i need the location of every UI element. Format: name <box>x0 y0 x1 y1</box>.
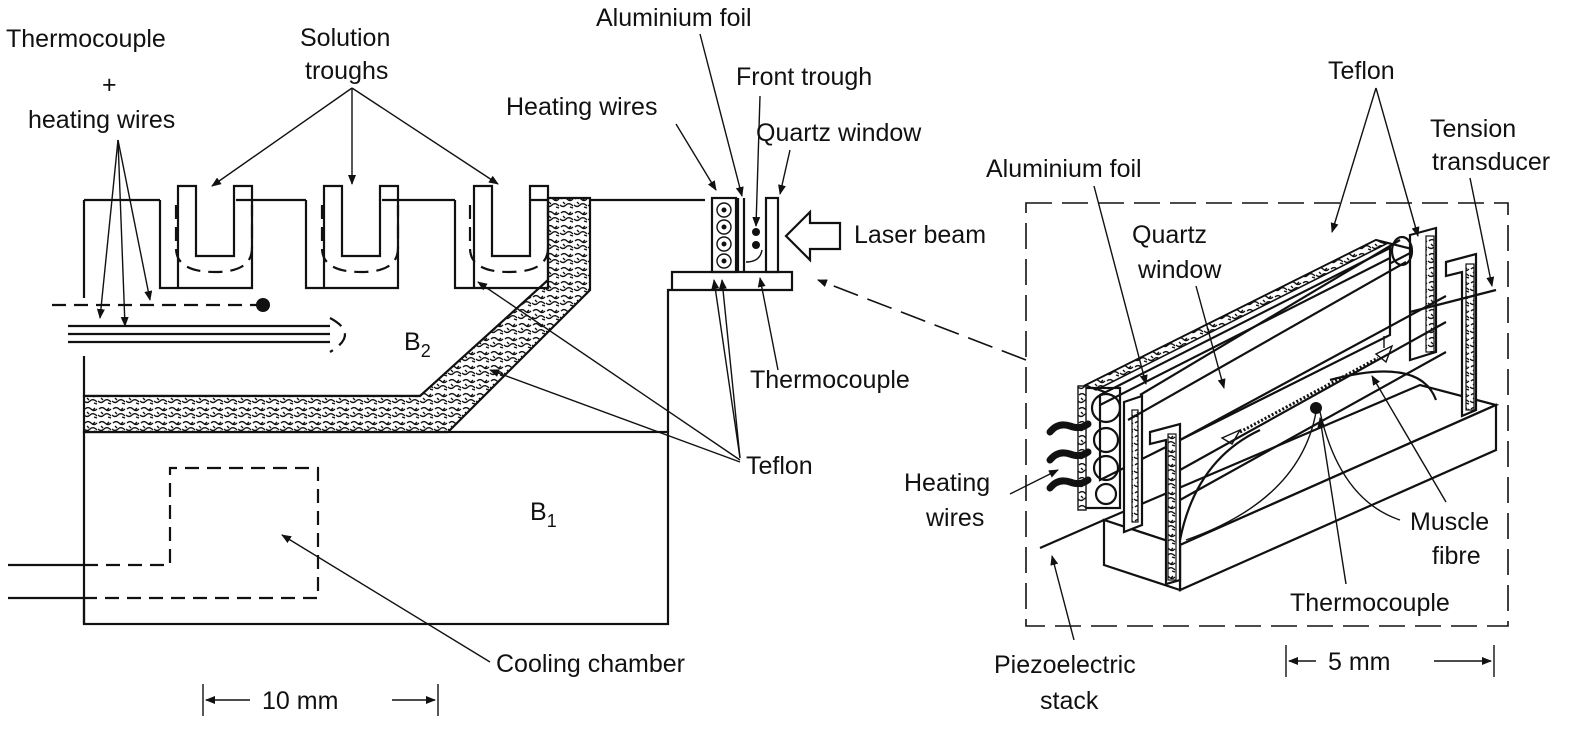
muscle-fibre-dot <box>752 228 760 236</box>
label-thermocouple-heating-3: heating wires <box>28 106 175 134</box>
label-b1: B1 <box>530 498 557 531</box>
detail-inset-frame <box>1025 202 1509 627</box>
detail-inset <box>1025 202 1509 627</box>
aluminium-foil-layer <box>736 198 746 272</box>
thermocouple-heating-wires <box>52 298 347 353</box>
muscle-fibre-dot-2 <box>752 241 760 249</box>
right-labels: Teflon Tension transducer Aluminium foil… <box>904 57 1550 715</box>
detail-callout-line <box>817 279 1027 361</box>
cooling-chamber <box>84 466 320 600</box>
block-b2-bottom-edge <box>82 356 420 398</box>
label-scale-left: 10 mm <box>262 687 338 715</box>
label-quartz-window-top: Quartz window <box>756 119 922 147</box>
solution-trough-2 <box>304 184 400 290</box>
label-thermocouple-heating-1: Thermocouple <box>6 25 166 53</box>
label-heating-wires-right-1: Heating <box>904 469 990 497</box>
label-thermocouple-heating-2: + <box>102 71 117 99</box>
label-tension-transducer-1: Tension <box>1430 115 1516 143</box>
front-trough-assembly <box>710 196 780 274</box>
label-muscle-fibre-2: fibre <box>1432 542 1481 570</box>
left-labels: Thermocouple + heating wires Solution tr… <box>6 4 986 678</box>
thermocouple-wire <box>745 249 763 263</box>
label-cooling-chamber: Cooling chamber <box>496 650 685 678</box>
tension-rod <box>1409 288 1497 314</box>
scale-bar-right: 5 mm <box>1285 645 1495 677</box>
block-b1-outline <box>82 430 670 626</box>
label-thermocouple-mid: Thermocouple <box>750 366 910 394</box>
label-solution-troughs-1: Solution <box>300 24 390 52</box>
base-side <box>1102 518 1182 592</box>
solution-trough-1 <box>158 184 254 290</box>
scale-bar-left: 10 mm <box>202 684 439 716</box>
label-solution-troughs-2: troughs <box>305 57 388 85</box>
label-quartz-window-right-2: window <box>1137 256 1222 284</box>
label-heating-wires-top: Heating wires <box>506 93 657 121</box>
thermocouple-bead <box>1310 402 1322 414</box>
label-piezo-2: stack <box>1040 687 1099 715</box>
main-block <box>8 184 842 626</box>
heating-wire-coils <box>1046 385 1122 511</box>
label-heating-wires-right-2: wires <box>925 504 984 532</box>
laser-beam-arrow <box>784 209 842 263</box>
front-trough-ledge <box>666 270 794 432</box>
label-muscle-fibre-1: Muscle <box>1410 508 1489 536</box>
quartz-window-pane <box>764 196 780 274</box>
right-leader-lines <box>1009 87 1495 641</box>
left-leader-lines <box>96 33 1027 663</box>
label-thermocouple-right: Thermocouple <box>1290 589 1450 617</box>
piezo-rod <box>1039 518 1105 550</box>
label-teflon-right: Teflon <box>1328 57 1395 85</box>
cooling-inlet-pipes <box>8 563 84 600</box>
quartz-window-panel <box>1098 246 1392 482</box>
label-aluminium-foil-top: Aluminium foil <box>596 4 752 32</box>
solution-trough-3 <box>453 184 550 290</box>
label-scale-right: 5 mm <box>1328 648 1391 676</box>
teflon-insulation <box>82 196 592 434</box>
label-teflon-mid: Teflon <box>746 452 813 480</box>
label-front-trough: Front trough <box>736 63 872 91</box>
label-b2: B2 <box>404 328 431 361</box>
label-aluminium-foil-right: Aluminium foil <box>986 155 1142 183</box>
label-laser-beam: Laser beam <box>854 221 986 249</box>
heating-wire-coil <box>710 196 738 274</box>
label-piezo-1: Piezoelectric <box>994 651 1136 679</box>
label-quartz-window-right-1: Quartz <box>1132 221 1207 249</box>
label-tension-transducer-2: transducer <box>1432 148 1550 176</box>
